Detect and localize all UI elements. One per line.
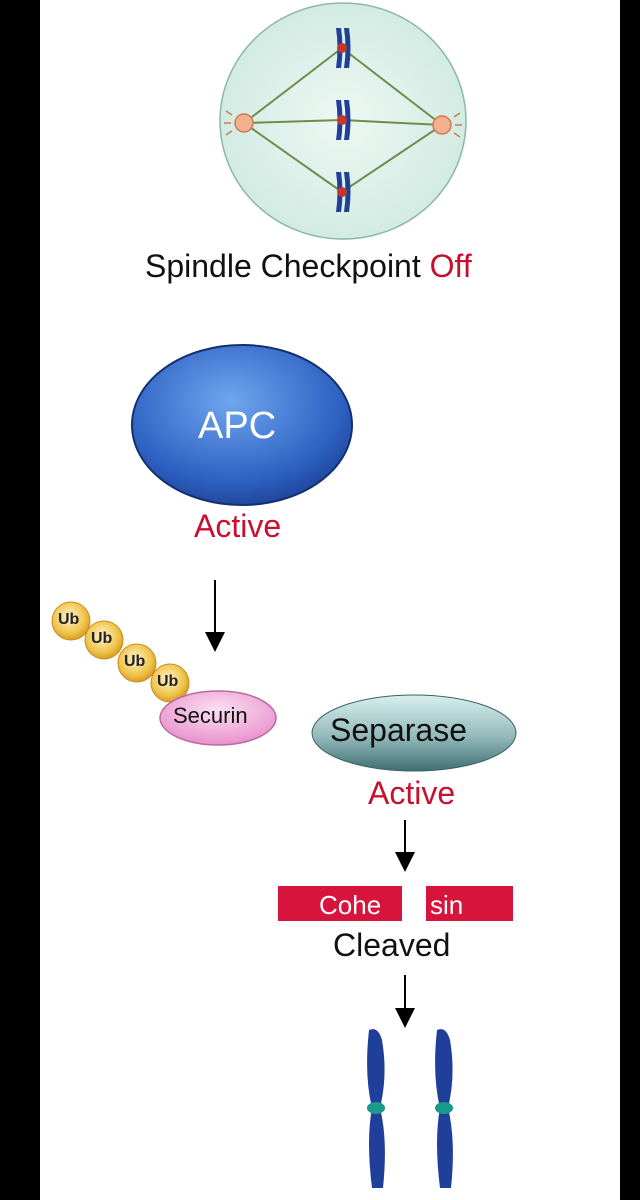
ubiquitin-chain bbox=[51, 601, 190, 703]
separase-label: Separase bbox=[330, 712, 467, 748]
cohesin-bar-left bbox=[278, 886, 402, 921]
cohesin-bar-right bbox=[426, 886, 513, 921]
securin-label: Securin bbox=[173, 703, 248, 728]
centromere-right bbox=[435, 1102, 453, 1114]
spindle-checkpoint-label: Spindle Checkpoint Off bbox=[145, 248, 472, 285]
centromere-left bbox=[367, 1102, 385, 1114]
ubiquitin-bead-2 bbox=[84, 620, 124, 660]
ubiquitin-label-1: Ub bbox=[58, 611, 80, 628]
ubiquitin-label-2: Ub bbox=[91, 630, 113, 647]
apc-complex bbox=[131, 344, 353, 506]
separase-state: Active bbox=[368, 775, 456, 811]
securin-protein bbox=[159, 690, 277, 746]
apc-label: APC bbox=[198, 405, 277, 447]
separase-protein bbox=[311, 694, 517, 772]
left-centrosome bbox=[224, 110, 254, 136]
right-centrosome bbox=[432, 112, 462, 138]
spindle-fibers bbox=[243, 47, 443, 193]
cohesin-state: Cleaved bbox=[333, 927, 451, 963]
metaphase-chromosomes bbox=[336, 28, 351, 212]
apc-state: Active bbox=[194, 508, 282, 544]
ubiquitin-label-4: Ub bbox=[157, 673, 179, 690]
spindle-checkpoint-text: Spindle Checkpoint bbox=[145, 248, 430, 284]
cohesin-label-right: sin bbox=[430, 890, 464, 920]
spindle-checkpoint-state: Off bbox=[429, 248, 472, 284]
metaphase-cell bbox=[219, 2, 467, 240]
ubiquitin-bead-3 bbox=[117, 643, 157, 683]
ubiquitin-label-3: Ub bbox=[124, 653, 146, 670]
ubiquitin-bead-1 bbox=[51, 601, 91, 641]
separated-chromatids bbox=[367, 1029, 453, 1188]
cohesin-label-left: Cohe bbox=[319, 890, 382, 920]
